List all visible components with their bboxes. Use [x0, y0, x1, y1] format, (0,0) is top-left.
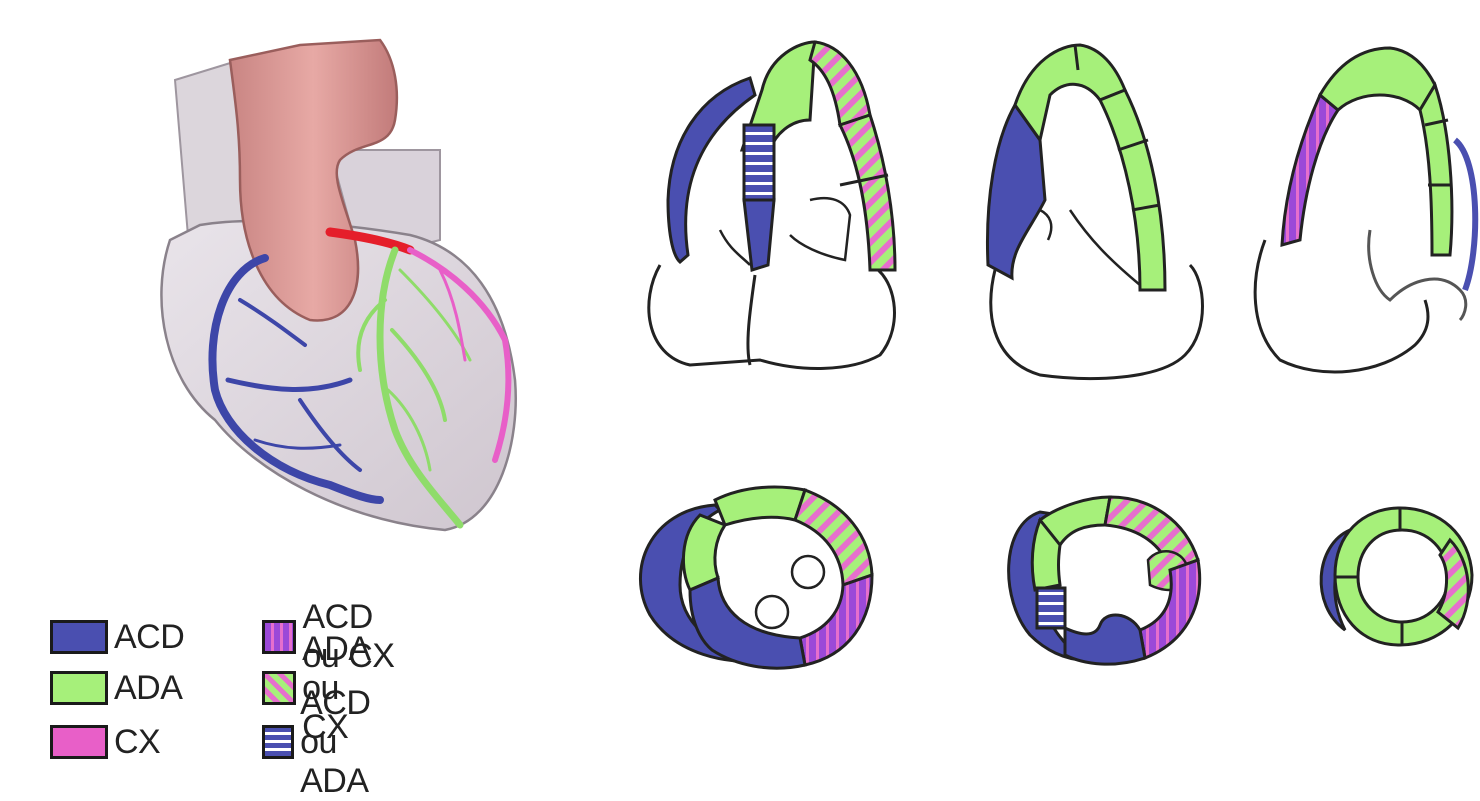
legend-swatch-ada-or-cx — [262, 671, 296, 705]
anterior-apex-ada — [1015, 45, 1125, 140]
inferior-acd — [1065, 615, 1145, 664]
apex-ada — [1320, 48, 1435, 110]
rv-outline-acd — [1455, 140, 1475, 290]
valve-outline — [720, 198, 850, 265]
heart-illustration — [161, 40, 515, 530]
short-axis-apical-view — [1321, 508, 1472, 645]
lateral-wall-ada-or-cx — [840, 115, 895, 270]
anteroseptal-wall-ada — [1420, 85, 1452, 255]
anterior-ada — [715, 487, 805, 525]
septum-base-acd — [744, 200, 774, 270]
legend-label-acd: ACD — [114, 618, 184, 657]
legend-swatch-acd — [50, 620, 108, 654]
legend-item-cx: CX — [50, 722, 160, 762]
legend-swatch-acd-or-cx — [262, 620, 296, 654]
anterior-wall-ada — [1100, 90, 1165, 290]
long-axis-three-chamber-view — [1255, 48, 1475, 372]
outline-atrium — [1255, 240, 1428, 372]
legend-swatch-cx — [50, 725, 108, 759]
long-axis-two-chamber-view — [987, 45, 1202, 378]
legend-swatch-ada — [50, 671, 108, 705]
atrial-septum — [748, 275, 755, 365]
legend-label-ada: ADA — [114, 669, 182, 708]
short-axis-mid-view — [1009, 497, 1200, 664]
long-axis-four-chamber-view — [649, 42, 895, 368]
papillary-muscle — [756, 596, 788, 628]
rv-wall-acd — [668, 78, 755, 262]
outline-atria — [649, 265, 895, 368]
coronary-territory-figure — [0, 0, 1480, 768]
legend-item-acd-or-ada: ACD ou ADA — [262, 722, 396, 762]
papillary-muscle — [792, 556, 824, 588]
short-axis-basal-view — [640, 487, 872, 668]
mitral-valve — [1040, 210, 1140, 285]
inferoseptal-acd-or-ada — [1037, 588, 1065, 628]
legend-item-ada: ADA — [50, 668, 182, 708]
legend-label-cx: CX — [114, 723, 160, 762]
legend-label-acd-or-ada: ACD ou ADA — [300, 684, 396, 801]
outline-atrium — [991, 265, 1203, 378]
lateral-apex-ada-or-cx — [810, 42, 870, 125]
legend-item-acd: ACD — [50, 617, 184, 657]
inferolateral-wall-acd-or-cx — [1282, 95, 1338, 245]
legend-swatch-acd-or-ada — [262, 725, 294, 759]
septum-acd-or-ada — [744, 125, 774, 200]
